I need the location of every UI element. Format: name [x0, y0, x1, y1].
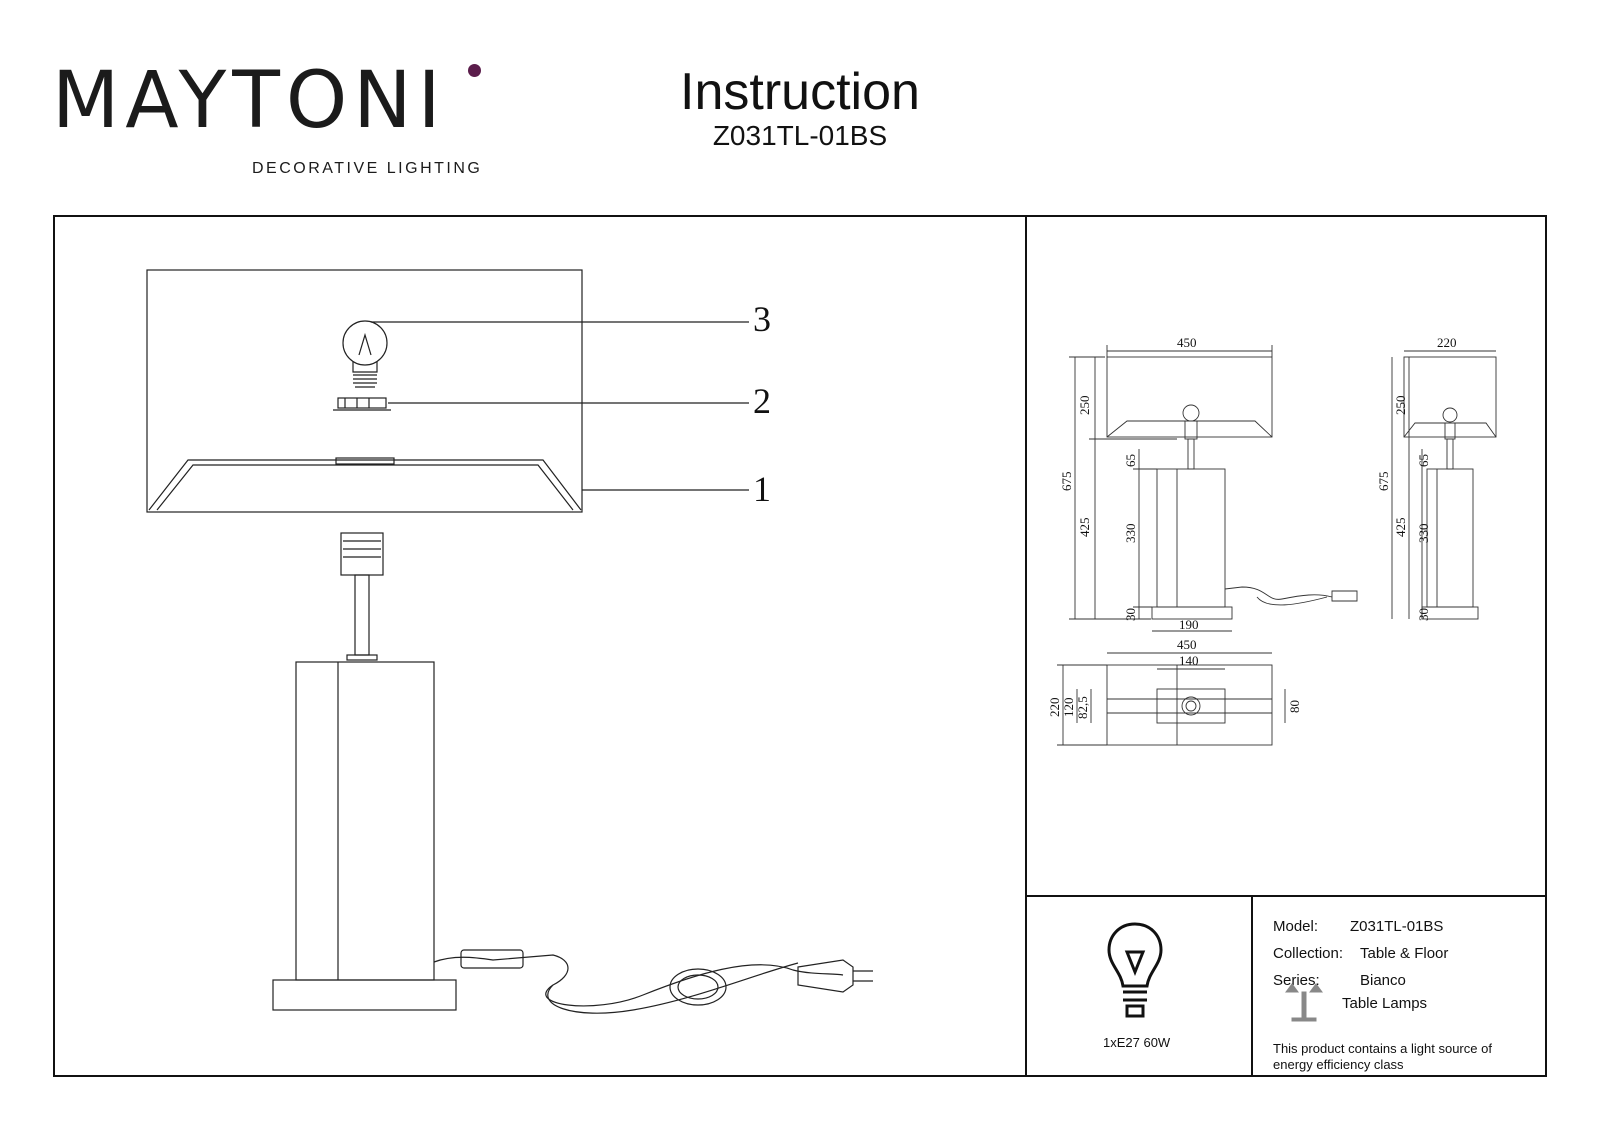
cable-switch [460, 949, 524, 969]
power-plug [797, 959, 873, 993]
dim-side-neck: 65 [1416, 454, 1431, 467]
info-divider [1251, 895, 1253, 1077]
model-code: Z031TL-01BS [712, 120, 888, 151]
shade-trapezoid [148, 459, 582, 511]
dim-top-inner-depth: 120 [1061, 698, 1076, 718]
exploded-lamp-drawing: 3 2 1 [146, 269, 873, 1014]
dim-side-width: 220 [1437, 335, 1457, 350]
dim-front-total: 675 [1059, 472, 1074, 492]
bulb-part [342, 320, 388, 388]
dim-top-offset: 82,5 [1075, 696, 1090, 719]
dimension-drawings: 450 250 675 65 425 330 30 190 220 250 67… [1047, 335, 1497, 746]
shade-outline [146, 269, 583, 513]
power-cable [433, 954, 844, 1007]
dim-top-base-depth: 80 [1287, 700, 1302, 713]
dim-front-width: 450 [1177, 335, 1197, 350]
dim-front-body: 330 [1123, 524, 1138, 544]
energy-note-line2: energy efficiency class [1273, 1057, 1404, 1072]
socket-ring-part [333, 397, 391, 411]
dim-front-lower: 425 [1077, 518, 1092, 538]
drawing-frame [53, 215, 1547, 1077]
dim-top-width: 450 [1177, 637, 1197, 652]
lamp-type-value: Table Lamps [1342, 995, 1428, 1012]
series-value: Bianco [1360, 972, 1406, 989]
dim-side-lower: 425 [1393, 518, 1408, 538]
lamp-stem [354, 574, 370, 656]
model-label: Model: [1273, 918, 1319, 935]
brand-tagline: DECORATIVE LIGHTING [252, 160, 483, 177]
lamp-base [272, 979, 457, 1011]
dim-side-total: 675 [1376, 472, 1391, 492]
dim-front-base: 30 [1123, 608, 1138, 621]
energy-note-line1: This product contains a light source of [1273, 1041, 1492, 1056]
dim-side-body: 330 [1416, 524, 1431, 544]
brand-logo: MAYTONI DECORATIVE LIGHTING [52, 62, 492, 192]
dim-front-neck: 65 [1123, 454, 1138, 467]
dim-side-base: 30 [1416, 608, 1431, 621]
frame-divider-horizontal [1025, 895, 1547, 897]
callout-1: 1 [753, 469, 771, 509]
lamp-body [295, 661, 435, 981]
dim-front-base-width: 190 [1179, 617, 1199, 632]
model-value: Z031TL-01BS [1350, 918, 1444, 935]
dim-front-shade: 250 [1077, 396, 1092, 416]
lamp-socket [340, 532, 384, 576]
brand-name: MAYTONI [52, 56, 447, 146]
dim-side-shade: 250 [1393, 396, 1408, 416]
collection-value: Table & Floor [1360, 945, 1449, 962]
dim-top-depth: 220 [1047, 698, 1062, 718]
callout-2: 2 [753, 381, 771, 421]
frame-divider-vertical [1025, 215, 1027, 1077]
bulb-icon [1107, 922, 1163, 1018]
page-title: Instruction [680, 63, 920, 121]
collection-label: Collection: [1273, 945, 1344, 962]
series-label: Series: [1273, 972, 1320, 989]
brand-dot [468, 64, 481, 77]
table-lamp-icon [1285, 983, 1323, 1022]
callout-3: 3 [753, 299, 771, 339]
dim-top-inner-width: 140 [1179, 653, 1199, 668]
bulb-spec: 1xE27 60W [1103, 1035, 1171, 1050]
